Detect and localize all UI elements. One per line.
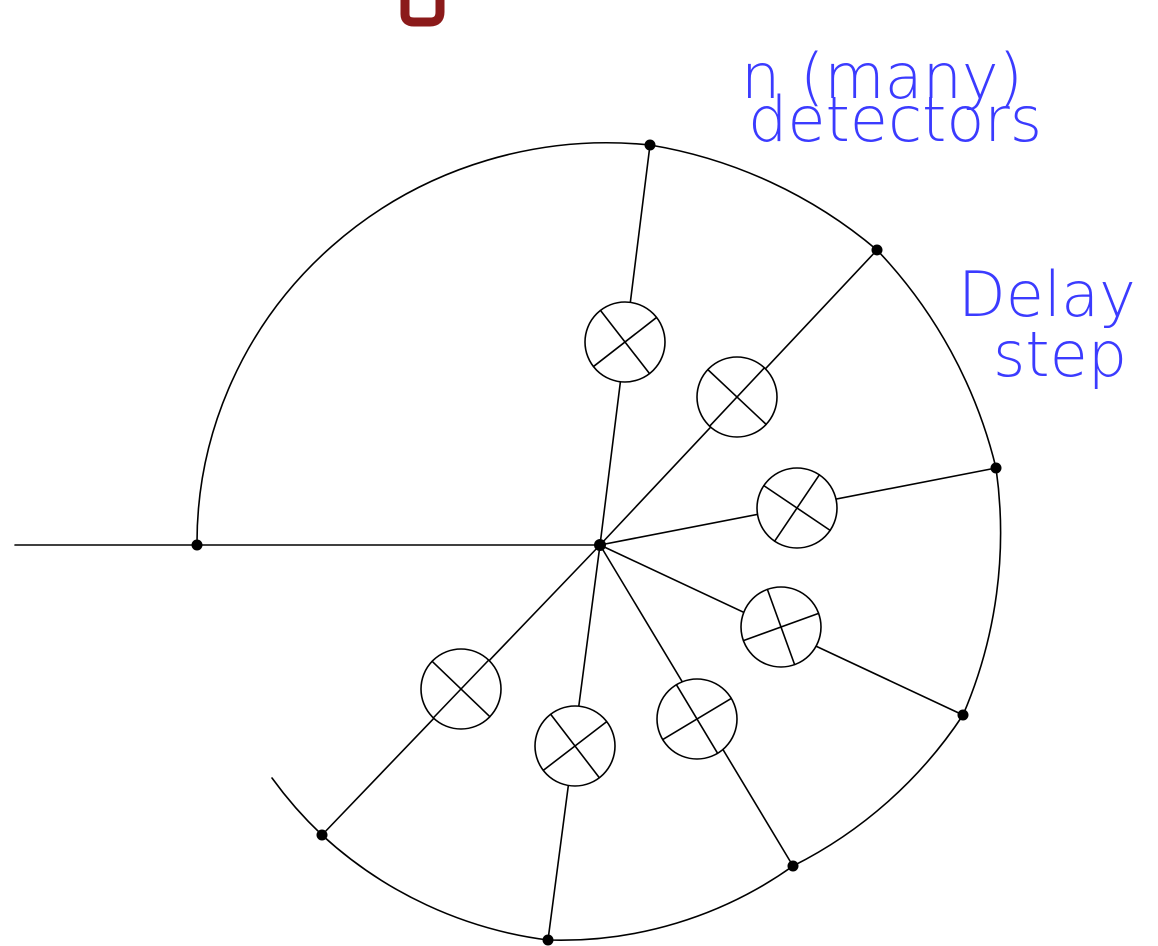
junction-dot <box>316 829 328 841</box>
detector-cross-line <box>742 612 820 642</box>
detectors <box>420 301 838 787</box>
detectors-label-line2: detectors <box>748 83 1042 156</box>
detector <box>656 678 738 760</box>
junction-dot <box>871 244 883 256</box>
delay-label-line2: step <box>993 318 1127 391</box>
center-dot <box>594 539 606 551</box>
detector <box>534 705 616 787</box>
detector <box>420 648 502 730</box>
title-fragment <box>400 0 445 27</box>
input-dot <box>191 539 203 551</box>
detector <box>756 467 838 549</box>
detector-cross-line <box>707 368 767 426</box>
spokes <box>321 144 997 941</box>
junction-dot <box>542 934 554 946</box>
detector-cross-line <box>773 474 821 542</box>
junction-dot <box>787 860 799 872</box>
junction-dot <box>644 139 656 151</box>
nodes <box>191 139 1002 946</box>
junction-dot <box>957 709 969 721</box>
spiral-arc-upper <box>196 142 651 546</box>
detectors-label-line1: n (many) <box>741 40 1023 113</box>
detector <box>584 301 666 383</box>
junction-dot <box>990 462 1002 474</box>
detector-cross-line <box>431 660 491 718</box>
detector <box>696 356 778 438</box>
detector-cross-line <box>549 713 601 779</box>
delay-label-line1: Delay <box>958 258 1136 331</box>
detector-cross-line <box>599 309 651 375</box>
detector <box>740 586 822 668</box>
detector-cross-line <box>661 697 733 741</box>
spiral-arc-right <box>271 144 1002 941</box>
